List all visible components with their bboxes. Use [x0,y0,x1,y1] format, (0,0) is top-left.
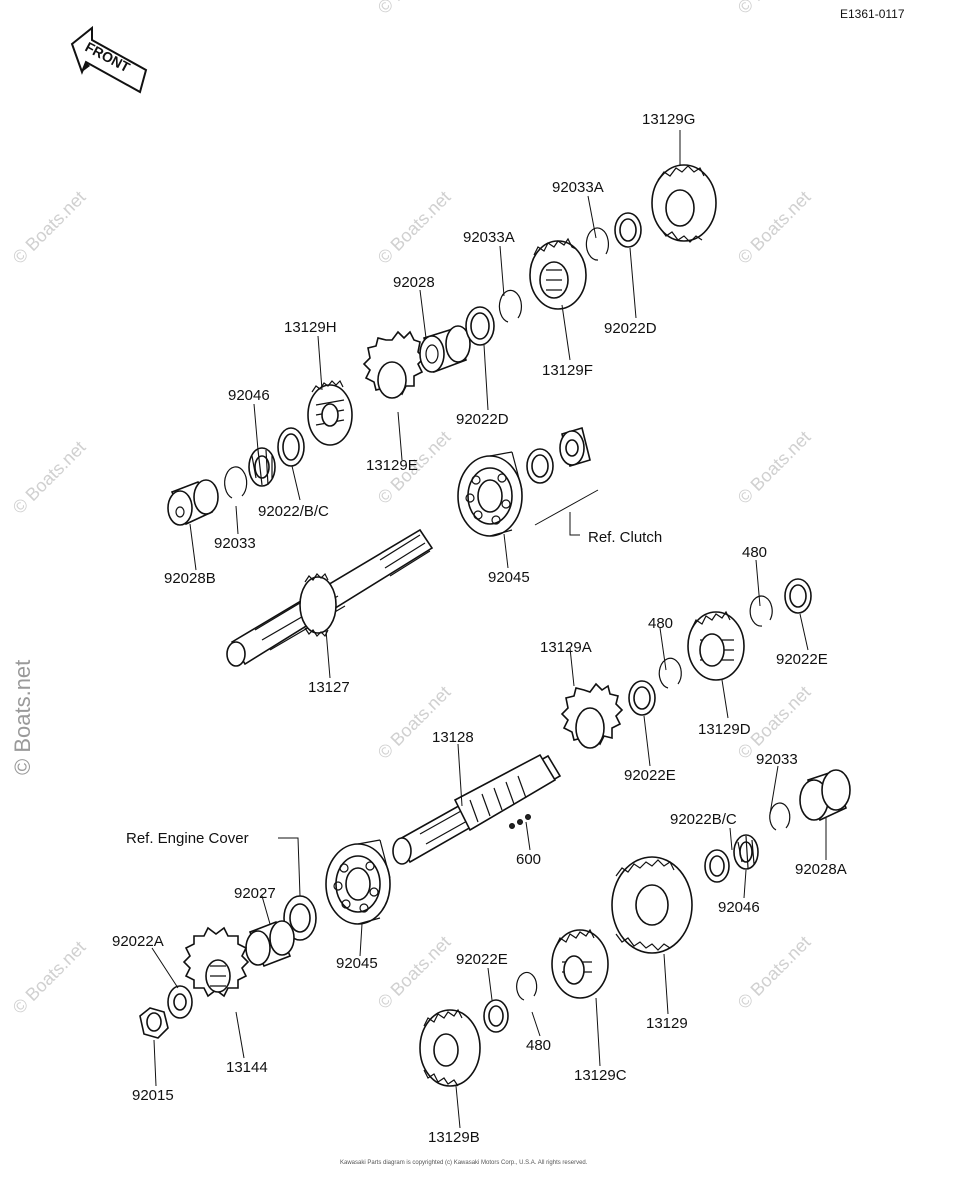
watermark-13: © Boats.net [734,0,815,18]
label-13129B: 13129B [428,1129,480,1146]
gear-13129H [307,379,353,446]
label-92022BC-upper: 92022/B/C [258,503,329,520]
washer-92022E-right [784,578,812,614]
collar-92027 [245,920,295,968]
watermark-12: © Boats.net [374,0,455,18]
label-92022E-right: 92022E [776,651,828,668]
ball-bearing-92045-lower [325,839,391,925]
label-92022E-lower: 92022E [456,951,508,968]
lock-washer-92022A [167,985,193,1019]
label-13127: 13127 [308,679,350,696]
gear-13129A [560,682,624,749]
ball-bearing-92045-upper [457,451,523,537]
label-480-middle: 480 [648,615,673,632]
label-ref-engine-cover: Ref. Engine Cover [126,830,249,847]
washer-92022BC-upper [277,427,305,467]
label-92028B: 92028B [164,570,216,587]
label-92022BC-lower: 92022B/C [670,811,737,828]
watermark-4: © Boats.net [9,437,90,518]
washer-92022E-middle [628,680,656,716]
circlip-92033A-upper [585,227,609,261]
front-arrow-icon: FRONT [70,25,148,94]
bush-92028A [799,769,851,822]
circlip-92033A-lower [498,289,523,323]
label-13144: 13144 [226,1059,268,1076]
ref-clutch-parts [526,426,599,536]
watermark-10: © Boats.net [374,932,455,1013]
gear-13129E [362,330,426,399]
needle-bearing-92046-upper [248,447,276,487]
output-shaft-13128 [392,753,562,865]
circlip-92033-upper [224,466,248,499]
label-92015: 92015 [132,1087,174,1104]
gear-13129 [611,856,693,954]
label-480-lower: 480 [526,1037,551,1054]
label-13129H: 13129H [284,319,337,336]
label-480-upper: 480 [742,544,767,561]
needle-bearing-92046-lower [733,834,759,870]
watermark-11: © Boats.net [734,932,815,1013]
circlip-480-lower [516,971,538,1001]
label-92022E-middle: 92022E [624,767,676,784]
label-ref-clutch: Ref. Clutch [588,529,662,546]
washer-92022D-right [614,212,642,248]
circlip-92033-lower [769,802,791,831]
label-92033A-upper: 92033A [552,179,604,196]
label-13128: 13128 [432,729,474,746]
watermark-3: © Boats.net [734,187,815,268]
label-92045-lower: 92045 [336,955,378,972]
label-92022D-right: 92022D [604,320,657,337]
label-92033-lower: 92033 [756,751,798,768]
diagram-code: E1361-0117 [840,7,905,21]
leader-lines [151,130,827,1129]
label-13129G: 13129G [642,111,695,128]
bush-92028B [167,479,219,526]
label-92045-upper: 92045 [488,569,530,586]
watermark-layer: © Boats.net © Boats.net © Boats.net © Bo… [9,0,815,1018]
label-92022D-left: 92022D [456,411,509,428]
copyright-notice: Kawasaki Parts diagram is copyrighted (c… [340,1160,588,1166]
circlip-480-upper [749,595,773,627]
gear-13129C [551,928,609,999]
label-13129A: 13129A [540,639,592,656]
nut-92015 [139,1007,169,1039]
watermark-2: © Boats.net [374,187,455,268]
gear-13129G [651,164,717,243]
label-13129F: 13129F [542,362,593,379]
gear-13129B [419,1008,481,1087]
sprocket-13144 [182,926,250,998]
washer-92022BC-lower [704,849,730,883]
label-92028A: 92028A [795,861,847,878]
gear-13129D [687,610,745,681]
label-92033-upper: 92033 [214,535,256,552]
label-92046-upper: 92046 [228,387,270,404]
label-13129C: 13129C [574,1067,627,1084]
watermark-9: © Boats.net [9,937,90,1018]
circlip-480-middle [658,657,682,689]
label-13129D: 13129D [698,721,751,738]
watermark-6: © Boats.net [734,427,815,508]
label-92022A: 92022A [112,933,164,950]
label-92027: 92027 [234,885,276,902]
label-92028: 92028 [393,274,435,291]
part-labels: 13129G 92033A 92033A 92028 13129H 92046 … [112,111,847,1146]
label-600: 600 [516,851,541,868]
label-13129E: 13129E [366,457,418,474]
washer-92022E-lower [483,999,509,1033]
watermark-7: © Boats.net [374,682,455,763]
label-13129: 13129 [646,1015,688,1032]
watermark-1: © Boats.net [9,187,90,268]
label-92046-lower: 92046 [718,899,760,916]
bush-92028 [419,325,471,374]
gear-13129F [529,237,587,310]
washer-92022D-upper [465,306,495,346]
watermark-side: © Boats.net [10,660,35,775]
input-shaft-13127 [226,528,434,667]
label-92033A-lower: 92033A [463,229,515,246]
